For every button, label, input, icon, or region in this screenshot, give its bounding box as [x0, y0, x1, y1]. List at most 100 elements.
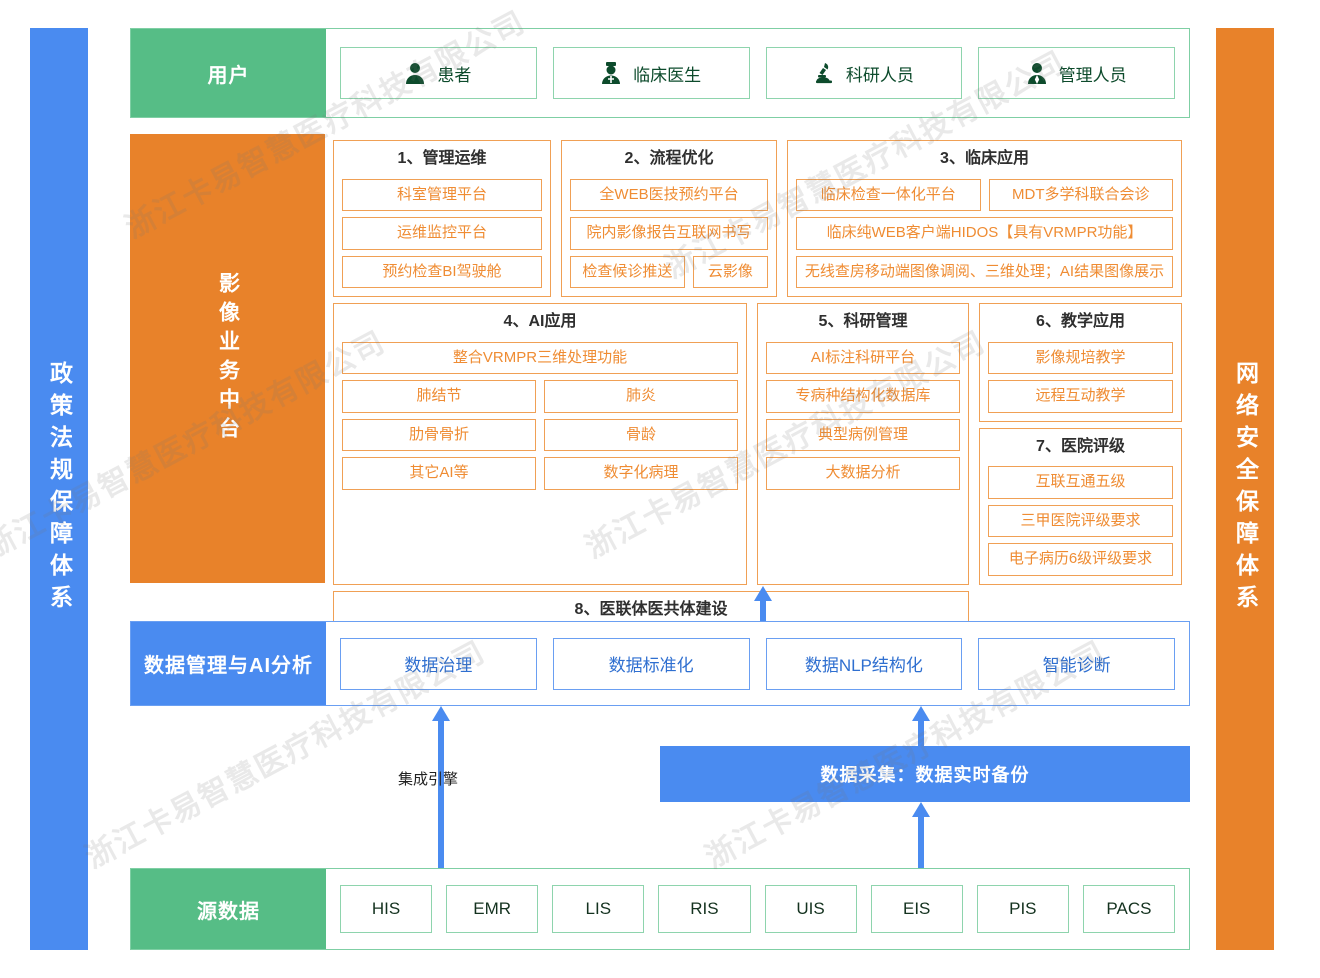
arrow-collection-to-data — [910, 706, 932, 746]
platform-item-vrmpr[interactable]: 整合VRMPR三维处理功能 — [342, 341, 738, 375]
data-card-governance[interactable]: 数据治理 — [340, 637, 537, 690]
platform-strip-middle: 4、AI应用 整合VRMPR三维处理功能 肺结节 肺炎 肋骨骨折 骨龄 其它AI… — [333, 303, 1182, 585]
arrow-head-icon — [754, 586, 772, 601]
platform-item-rib-fracture[interactable]: 肋骨骨折 — [342, 418, 536, 452]
data-card-standardization[interactable]: 数据标准化 — [552, 637, 750, 690]
platform-groups-container: 1、管理运维 科室管理平台 运维监控平台 预约检查BI驾驶舱 2、流程优化 全W… — [325, 134, 1190, 671]
source-card-eis[interactable]: EIS — [870, 885, 963, 933]
user-card-clinician[interactable]: 临床医生 — [552, 47, 750, 99]
platform-group-research: 5、科研管理 AI标注科研平台 专病种结构化数据库 典型病例管理 大数据分析 — [757, 303, 969, 585]
arrow-head-icon — [912, 802, 930, 817]
person-icon — [405, 62, 425, 84]
platform-group-alliance-title: 8、医联体医共体建设 — [574, 600, 728, 618]
imaging-platform-label: 影像业务中台 — [130, 134, 325, 583]
platform-item-hidos[interactable]: 临床纯WEB客户端HIDOS【具有VRMPR功能】 — [796, 217, 1173, 250]
platform-item-mdt[interactable]: MDT多学科联合会诊 — [988, 178, 1173, 212]
user-card-clinician-label: 临床医生 — [633, 65, 702, 85]
microscope-icon — [814, 62, 834, 84]
data-card-nlp[interactable]: 数据NLP结构化 — [765, 637, 963, 690]
platform-item-web-booking[interactable]: 全WEB医技预约平台 — [570, 178, 768, 212]
platform-item-emr-level6[interactable]: 电子病历6级评级要求 — [988, 543, 1173, 576]
platform-item-bigdata-analysis[interactable]: 大数据分析 — [766, 457, 960, 490]
network-security-sidebar: 网络安全保障体系 — [1216, 28, 1274, 950]
user-cards-container: 患者 临床医生 科研人员 管理人员 — [326, 29, 1189, 117]
platform-item-bi-cockpit[interactable]: 预约检查BI驾驶舱 — [342, 255, 542, 289]
platform-item-digital-pathology[interactable]: 数字化病理 — [544, 457, 738, 490]
data-management-layer: 数据管理与AI分析 数据治理 数据标准化 数据NLP结构化 智能诊断 — [130, 621, 1190, 706]
data-collection-box[interactable]: 数据采集：数据实时备份 — [660, 746, 1190, 802]
platform-item-disease-db[interactable]: 专病种结构化数据库 — [766, 380, 960, 413]
source-card-lis[interactable]: LIS — [552, 885, 645, 933]
platform-group-clinical: 3、临床应用 临床检查一体化平台 MDT多学科联合会诊 临床纯WEB客户端HID… — [787, 140, 1182, 298]
platform-item-cloud-imaging[interactable]: 云影像 — [692, 255, 768, 289]
data-card-smart-diagnosis[interactable]: 智能诊断 — [978, 637, 1175, 690]
platform-item-typical-cases[interactable]: 典型病例管理 — [766, 418, 960, 452]
platform-group-rating: 7、医院评级 互联互通五级 三甲医院评级要求 电子病历6级评级要求 — [979, 427, 1182, 585]
arrow-source-to-data-left — [430, 706, 452, 868]
platform-item-mobile-ward[interactable]: 无线查房移动端图像调阅、三维处理；AI结果图像展示 — [796, 255, 1173, 289]
user-card-researcher[interactable]: 科研人员 — [765, 47, 963, 99]
platform-item-training-teaching[interactable]: 影像规培教学 — [988, 341, 1173, 375]
source-card-his[interactable]: HIS — [340, 885, 433, 933]
doctor-icon — [601, 62, 621, 84]
platform-item-bone-age[interactable]: 骨龄 — [544, 418, 738, 452]
platform-group-rating-title: 7、医院评级 — [1036, 437, 1125, 455]
integration-engine-label: 集成引擎 — [398, 771, 459, 788]
source-card-uis[interactable]: UIS — [764, 885, 857, 933]
platform-item-interconnect-level5[interactable]: 互联互通五级 — [988, 466, 1173, 499]
imaging-platform-layer: 影像业务中台 1、管理运维 科室管理平台 运维监控平台 预约检查BI驾驶舱 2、… — [130, 134, 1190, 671]
platform-pair-ai-1: 肺结节 肺炎 — [342, 380, 738, 413]
platform-pair-process: 检查候诊推送 云影像 — [570, 255, 768, 289]
platform-strip-top: 1、管理运维 科室管理平台 运维监控平台 预约检查BI驾驶舱 2、流程优化 全W… — [333, 140, 1182, 298]
source-card-ris[interactable]: RIS — [658, 885, 751, 933]
platform-group-ops: 1、管理运维 科室管理平台 运维监控平台 预约检查BI驾驶舱 — [333, 140, 551, 298]
platform-item-pneumonia[interactable]: 肺炎 — [544, 380, 738, 413]
user-card-administrator[interactable]: 管理人员 — [978, 47, 1175, 99]
arrow-shaft — [918, 815, 924, 868]
source-card-pis[interactable]: PIS — [976, 885, 1069, 933]
policy-regulation-sidebar: 政策法规保障体系 — [30, 28, 88, 950]
platform-item-other-ai[interactable]: 其它AI等 — [342, 457, 536, 490]
platform-group-ai-title: 4、AI应用 — [503, 313, 577, 331]
platform-group-process-title: 2、流程优化 — [624, 150, 714, 167]
manager-icon — [1027, 62, 1047, 84]
platform-group-research-title: 5、科研管理 — [818, 313, 908, 331]
arrow-data-to-platform — [752, 586, 774, 621]
platform-item-ops-monitor[interactable]: 运维监控平台 — [342, 217, 542, 250]
source-card-pacs[interactable]: PACS — [1082, 885, 1175, 933]
platform-item-grade-a-hospital[interactable]: 三甲医院评级要求 — [988, 504, 1173, 538]
network-security-sidebar-label: 网络安全保障体系 — [1232, 361, 1259, 617]
platform-item-dept-mgmt[interactable]: 科室管理平台 — [342, 178, 542, 212]
data-management-label: 数据管理与AI分析 — [131, 622, 326, 705]
platform-item-remote-teaching[interactable]: 远程互动教学 — [988, 380, 1173, 413]
arrow-shaft — [918, 719, 924, 746]
platform-group-ops-title: 1、管理运维 — [397, 150, 487, 167]
arrow-shaft — [760, 599, 766, 621]
platform-group-teaching: 6、教学应用 影像规培教学 远程互动教学 — [979, 303, 1182, 422]
platform-group-process: 2、流程优化 全WEB医技预约平台 院内影像报告互联网书写 检查候诊推送 云影像 — [561, 140, 777, 298]
imaging-platform-label-text: 影像业务中台 — [216, 271, 240, 446]
platform-pair-clinical: 临床检查一体化平台 MDT多学科联合会诊 — [796, 178, 1173, 212]
data-cards-container: 数据治理 数据标准化 数据NLP结构化 智能诊断 — [326, 622, 1189, 705]
arrow-head-icon — [912, 706, 930, 721]
user-card-researcher-label: 科研人员 — [845, 65, 914, 85]
platform-pair-ai-3: 其它AI等 数字化病理 — [342, 457, 738, 490]
platform-group-teaching-title: 6、教学应用 — [1036, 313, 1125, 331]
arrow-head-icon — [432, 706, 450, 721]
user-layer: 用户 患者 临床医生 科研人员 — [130, 28, 1190, 118]
user-layer-label: 用户 — [131, 29, 326, 117]
source-cards-container: HIS EMR LIS RIS UIS EIS PIS PACS — [326, 869, 1189, 949]
platform-item-lung-nodule[interactable]: 肺结节 — [342, 380, 536, 413]
platform-pair-ai-2: 肋骨骨折 骨龄 — [342, 418, 738, 452]
source-card-emr[interactable]: EMR — [446, 885, 539, 933]
arrow-source-to-collection — [910, 802, 932, 868]
source-data-label: 源数据 — [131, 869, 326, 949]
user-card-patient[interactable]: 患者 — [340, 47, 537, 99]
source-data-layer: 源数据 HIS EMR LIS RIS UIS EIS PIS PACS — [130, 868, 1190, 950]
platform-item-exam-integration[interactable]: 临床检查一体化平台 — [796, 178, 981, 212]
platform-item-exam-push[interactable]: 检查候诊推送 — [570, 255, 685, 289]
user-card-patient-label: 患者 — [437, 65, 472, 85]
platform-item-report-writing[interactable]: 院内影像报告互联网书写 — [570, 217, 768, 250]
platform-item-ai-annotation[interactable]: AI标注科研平台 — [766, 341, 960, 375]
